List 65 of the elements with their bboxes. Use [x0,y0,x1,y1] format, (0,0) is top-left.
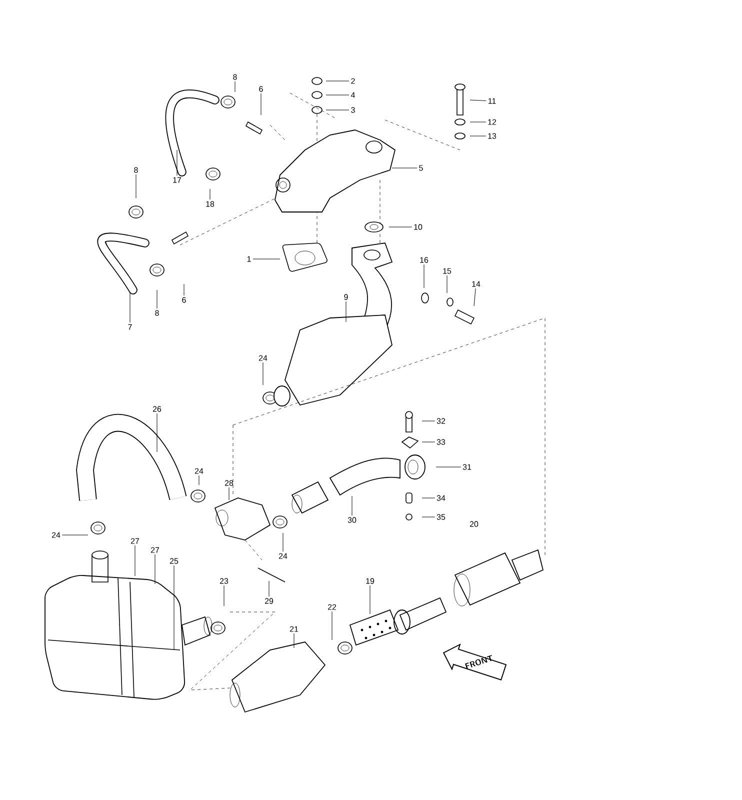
leader-line [228,487,230,500]
leader-line [388,226,412,228]
callout-number: 34 [436,495,446,501]
callout-number: 2 [351,78,355,84]
callout-number: 6 [259,86,263,92]
leader-line [326,80,350,82]
callout-number: 8 [155,310,159,316]
callout-number: 35 [436,514,446,520]
callout-number: 18 [206,201,214,207]
callout-number: 8 [233,74,237,80]
leader-line [262,362,264,386]
callout-number: 32 [436,418,446,424]
leader-line [176,150,178,176]
leader-line [154,554,156,584]
callout-number: 4 [350,92,355,98]
callout-number: 9 [344,294,348,300]
leader-line [156,413,158,452]
leader-line [474,288,476,306]
callout-number: 7 [128,324,132,330]
callout-number: 24 [258,355,268,361]
callout-number: 3 [351,107,355,113]
callout-number: 11 [488,98,496,104]
callout-number: 24 [52,532,60,538]
callout-number: 15 [443,268,452,274]
callout-number: 28 [224,480,234,486]
callout-number: 24 [278,553,288,559]
leader-line [446,275,448,294]
leader-line [134,545,136,576]
callout-number: 31 [462,464,472,470]
leader-line [436,466,462,468]
callout-number: 1 [247,256,251,262]
callout-number: 19 [366,578,374,584]
callout-number: 22 [328,604,336,610]
leader-line [326,94,350,96]
leader-line [470,100,486,101]
leader-line [252,258,280,260]
callout-number: 27 [150,547,160,553]
callout-number: 13 [488,133,496,139]
callout-number: 20 [470,521,478,527]
callout-number: 29 [264,598,274,604]
callout-number: 6 [182,297,186,303]
callout-number: 5 [419,165,423,171]
leader-line [198,475,200,486]
callout-number: 25 [170,558,178,564]
leader-line [260,93,262,116]
callout-number: 16 [420,257,428,263]
callout-number: 30 [348,517,356,523]
leader-line [282,532,284,552]
leader-line [156,290,158,309]
leader-line [62,534,88,536]
callout-number: 24 [194,468,204,474]
callout-number: 17 [173,177,182,183]
callout-number: 14 [472,281,480,287]
callout-number: 8 [134,167,138,173]
leader-line [268,580,270,597]
leader-line [422,420,436,422]
callout-number: 27 [130,538,140,544]
callout-number: 23 [220,578,228,584]
leader-line [422,516,436,518]
callout-number: 12 [488,119,496,125]
callout-number: 33 [436,439,446,445]
leader-line [234,81,236,92]
callout-number: 10 [414,224,422,230]
callout-number: 26 [152,406,162,412]
callout-number: 21 [290,626,298,632]
